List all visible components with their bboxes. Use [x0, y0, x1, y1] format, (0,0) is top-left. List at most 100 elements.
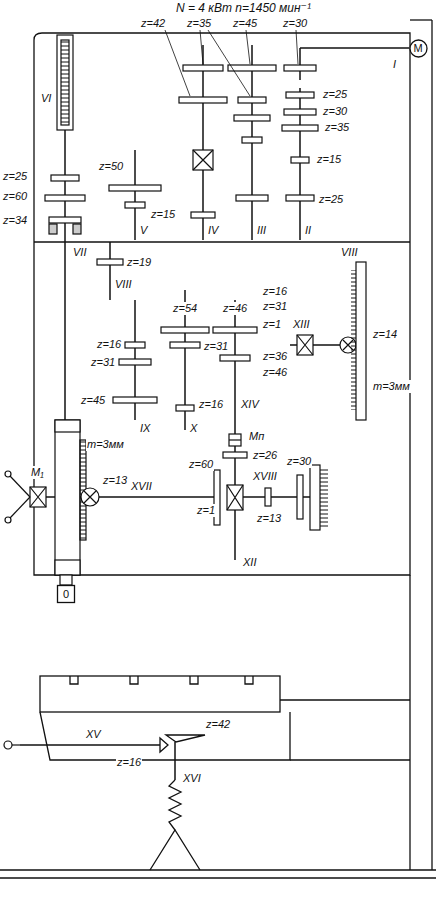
gear	[220, 355, 250, 361]
shaft-number: X	[189, 422, 198, 435]
gear-tooth-count: z=25	[318, 193, 344, 206]
spindle	[55, 560, 80, 575]
clutch-label: Mп	[248, 430, 265, 443]
table	[150, 830, 200, 870]
clutch-label: M₁	[30, 466, 45, 479]
gear-tooth-count: z=35	[186, 17, 212, 30]
housing	[410, 19, 432, 20]
table	[280, 699, 410, 700]
gear-tooth-count: z=30	[282, 17, 308, 30]
housing	[0, 20, 436, 878]
gear	[284, 65, 316, 71]
gear-tooth-count: z=31	[203, 340, 229, 353]
drive-spec: N = 4 кВт n=1450 мин⁻¹	[175, 2, 312, 15]
table	[169, 780, 181, 830]
leader-line	[208, 30, 250, 96]
gear	[109, 185, 161, 191]
table	[40, 712, 290, 760]
gear	[176, 405, 194, 411]
housing	[409, 575, 410, 870]
leader-line	[165, 30, 190, 96]
gear	[51, 175, 79, 181]
leader-line	[165, 30, 298, 96]
table	[290, 759, 410, 760]
shaft-number: VI	[40, 92, 52, 105]
clutch	[229, 434, 241, 446]
spindle-end: 0	[57, 585, 75, 603]
shaft-number: XIV	[240, 398, 260, 411]
shaft-number: XIII	[292, 318, 311, 331]
gear-tooth-count: z=45	[80, 394, 106, 407]
shaft-number: VIII	[340, 246, 359, 259]
rack	[320, 467, 328, 528]
shaft-number: VIII	[114, 278, 133, 291]
spindle	[61, 40, 69, 125]
gear	[236, 195, 268, 201]
shaft	[109, 242, 111, 300]
shaft-number: I	[392, 58, 397, 71]
shaft-number: XV	[85, 728, 102, 741]
gear-tooth-count: z=31	[262, 300, 288, 313]
shaft	[234, 300, 236, 434]
clutch	[193, 150, 213, 170]
gear	[284, 109, 316, 115]
spindle	[73, 224, 81, 234]
gear	[170, 342, 200, 348]
gear-tooth-count: z=42	[205, 718, 231, 731]
table	[70, 676, 253, 684]
spindle	[49, 35, 86, 585]
spindle	[49, 224, 57, 234]
node-text: M	[413, 42, 422, 55]
gear	[265, 488, 271, 506]
gear-tooth-count: z=14	[372, 328, 398, 341]
housing	[0, 877, 436, 878]
gear-tooth-count: z=60	[188, 458, 214, 471]
gear-tooth-count: z=60	[2, 190, 28, 203]
gear-tooth-count: z=36	[262, 350, 288, 363]
gear	[242, 137, 262, 143]
housing	[431, 20, 432, 870]
handle	[12, 744, 20, 745]
rack	[310, 262, 366, 530]
gear	[282, 125, 318, 131]
gear-tooth-count: z=1	[262, 318, 282, 331]
spindle	[55, 420, 80, 575]
housing	[0, 869, 436, 870]
shaft-number: XVI	[182, 772, 202, 785]
gear	[234, 115, 270, 121]
shaft-number: XVIII	[252, 470, 278, 483]
spindle	[60, 575, 72, 585]
housing	[34, 33, 410, 575]
shaft-number: VII	[72, 246, 87, 259]
gear-tooth-count: z=16	[96, 338, 122, 351]
gear-tooth-count: z=19	[126, 256, 152, 269]
handle	[5, 471, 11, 477]
gear-tooth-count: z=46	[262, 366, 288, 379]
clutch	[193, 150, 213, 170]
gear-tooth-count: z=30	[322, 105, 348, 118]
shaft-number: XVII	[130, 480, 153, 493]
gear-tooth-count: z=31	[90, 356, 116, 369]
rack	[356, 262, 366, 420]
gear-tooth-count: z=34	[2, 214, 28, 227]
gear-tooth-count: z=25	[322, 88, 348, 101]
shaft	[134, 150, 136, 240]
clutch	[227, 485, 243, 510]
handle	[4, 471, 30, 749]
shaft	[64, 130, 66, 420]
module-label: m=3мм	[372, 380, 411, 393]
handle	[4, 741, 12, 749]
gear-tooth-count: z=13	[102, 474, 128, 487]
motor-circle	[410, 40, 427, 57]
gear	[179, 97, 227, 103]
spindle	[57, 35, 73, 130]
spindle	[55, 420, 80, 432]
clutch	[30, 487, 46, 507]
gear-tooth-count: z=16	[116, 756, 142, 769]
shaft-number: II	[304, 224, 312, 237]
shaft	[20, 45, 409, 780]
shaft-number: IX	[139, 422, 151, 435]
box-outline	[58, 586, 75, 603]
gear-tooth-count: z=42	[140, 17, 166, 30]
